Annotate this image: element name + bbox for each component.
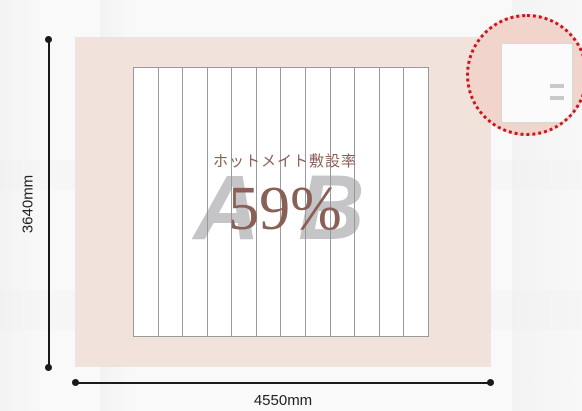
mat-strip (257, 68, 282, 336)
heater-unit-icon (501, 43, 573, 123)
control-knob (550, 84, 564, 88)
mat-strip (306, 68, 331, 336)
width-dimension-label: 4550mm (253, 392, 313, 409)
mat-strip (232, 68, 257, 336)
control-knob (550, 96, 564, 100)
coverage-rate-label: ホットメイト敷設率 (212, 152, 357, 170)
mat-strip (331, 68, 356, 336)
product-inset-photo (466, 14, 582, 136)
mat-strip (208, 68, 233, 336)
dimension-endpoint (72, 379, 79, 386)
dimension-endpoint (45, 364, 52, 371)
mat-strip (355, 68, 380, 336)
coverage-rate-value: 59% (228, 175, 342, 243)
height-dimension-line (48, 40, 50, 368)
width-dimension-line (76, 382, 490, 384)
mat-strip (281, 68, 307, 336)
dimension-endpoint (45, 36, 52, 43)
dimension-endpoint (487, 379, 494, 386)
mat-strip (380, 68, 405, 336)
watermark-text: A B (193, 157, 373, 259)
height-dimension-label: 3640mm (19, 174, 37, 234)
mat-strip (134, 68, 159, 336)
mat-strip (183, 68, 208, 336)
mat-strip (159, 68, 184, 336)
heating-mat-area (133, 67, 429, 337)
mat-strip (404, 68, 428, 336)
